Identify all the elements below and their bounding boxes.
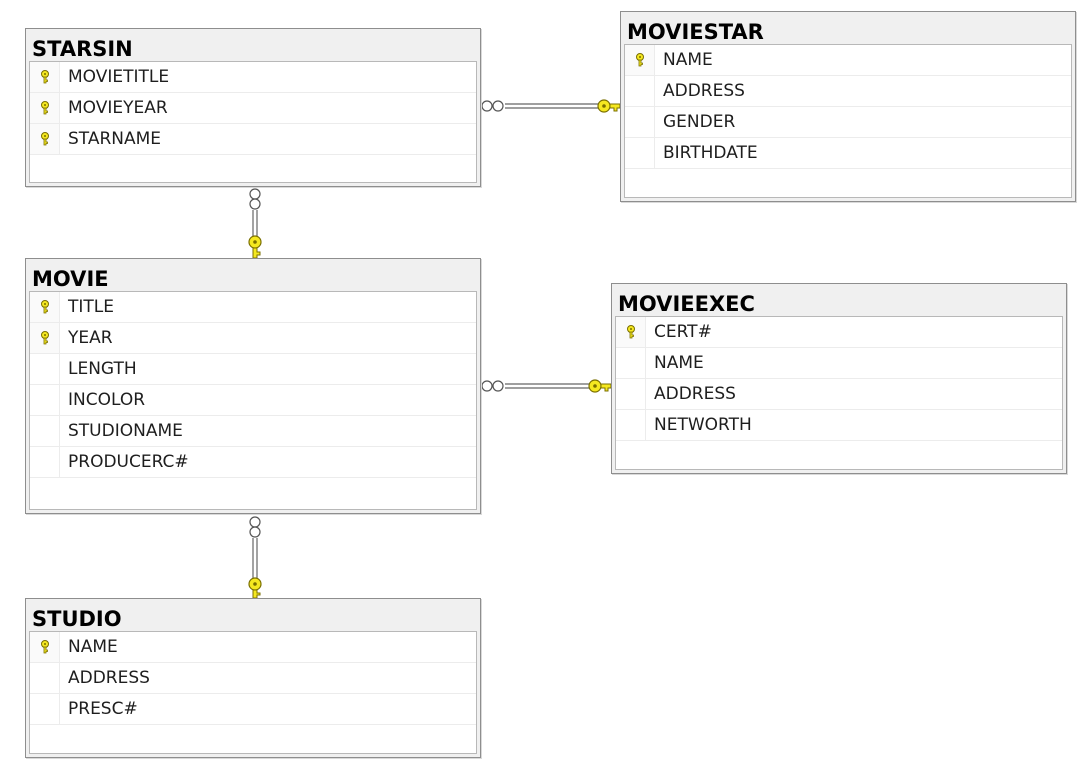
primary-key-icon xyxy=(40,640,49,654)
column-row[interactable]: YEAR xyxy=(30,323,476,354)
key-cell xyxy=(616,348,646,378)
column-name: LENGTH xyxy=(68,359,137,379)
table-movieexec[interactable]: MOVIEEXEC CERT# NAME ADDRESS NETWORTH xyxy=(611,283,1067,474)
column-row[interactable]: PRODUCERC# xyxy=(30,447,476,478)
key-endpoint-icon xyxy=(597,99,621,113)
column-row[interactable]: ADDRESS xyxy=(616,379,1062,410)
key-cell xyxy=(30,292,60,322)
key-cell xyxy=(625,107,655,137)
column-name: ADDRESS xyxy=(68,668,150,688)
primary-key-icon xyxy=(40,70,49,84)
column-name: NAME xyxy=(654,353,704,373)
column-name: MOVIEYEAR xyxy=(68,98,168,118)
key-cell xyxy=(616,379,646,409)
column-name: NAME xyxy=(663,50,713,70)
column-row[interactable]: TITLE xyxy=(30,292,476,323)
table-studio[interactable]: STUDIO NAME ADDRESS PRESC# xyxy=(25,598,481,758)
key-cell xyxy=(30,663,60,693)
column-list: NAME ADDRESS PRESC# xyxy=(29,631,477,754)
table-title[interactable]: MOVIE xyxy=(32,267,109,291)
key-endpoint-icon xyxy=(248,577,262,599)
key-cell xyxy=(30,124,60,154)
column-name: STARNAME xyxy=(68,129,162,149)
column-name: MOVIETITLE xyxy=(68,67,170,87)
key-cell xyxy=(30,93,60,123)
column-name: PRESC# xyxy=(68,699,138,719)
primary-key-icon xyxy=(626,325,635,339)
column-name: TITLE xyxy=(68,297,114,317)
column-row[interactable]: STARNAME xyxy=(30,124,476,155)
column-row[interactable]: STUDIONAME xyxy=(30,416,476,447)
column-row[interactable]: NAME xyxy=(616,348,1062,379)
column-list: CERT# NAME ADDRESS NETWORTH xyxy=(615,316,1063,470)
key-cell xyxy=(30,354,60,384)
column-row[interactable]: LENGTH xyxy=(30,354,476,385)
table-title[interactable]: STARSIN xyxy=(32,37,133,61)
primary-key-icon xyxy=(40,331,49,345)
column-name: NAME xyxy=(68,637,118,657)
column-name: NETWORTH xyxy=(654,415,752,435)
table-title[interactable]: MOVIEEXEC xyxy=(618,292,755,316)
key-cell xyxy=(30,447,60,477)
key-cell xyxy=(625,45,655,75)
key-endpoint-icon xyxy=(588,379,612,393)
column-list: NAME ADDRESS GENDER BIRTHDATE xyxy=(624,44,1072,198)
primary-key-icon xyxy=(40,101,49,115)
column-row[interactable]: MOVIEYEAR xyxy=(30,93,476,124)
key-cell xyxy=(30,323,60,353)
column-list: MOVIETITLE MOVIEYEAR STARNAME xyxy=(29,61,477,183)
column-name: BIRTHDATE xyxy=(663,143,758,163)
key-cell xyxy=(30,632,60,662)
relationship-starsin-movie[interactable] xyxy=(248,188,262,259)
relationship-movie-studio[interactable] xyxy=(248,516,262,599)
column-name: STUDIONAME xyxy=(68,421,183,441)
column-row[interactable]: INCOLOR xyxy=(30,385,476,416)
column-name: YEAR xyxy=(68,328,113,348)
column-name: ADDRESS xyxy=(663,81,745,101)
column-name: ADDRESS xyxy=(654,384,736,404)
column-row[interactable]: NAME xyxy=(30,632,476,663)
column-row[interactable]: ADDRESS xyxy=(625,76,1071,107)
primary-key-icon xyxy=(635,53,644,67)
key-cell xyxy=(625,76,655,106)
column-row[interactable]: ADDRESS xyxy=(30,663,476,694)
relationship-movie-movieexec[interactable] xyxy=(481,379,612,393)
column-name: PRODUCERC# xyxy=(68,452,189,472)
column-name: CERT# xyxy=(654,322,712,342)
key-cell xyxy=(616,410,646,440)
primary-key-icon xyxy=(40,132,49,146)
table-starsin[interactable]: STARSIN MOVIETITLE MOVIEYEAR STARNAME xyxy=(25,28,481,187)
relationship-starsin-moviestar[interactable] xyxy=(481,99,621,113)
key-cell xyxy=(616,317,646,347)
column-row[interactable]: PRESC# xyxy=(30,694,476,725)
column-row[interactable]: GENDER xyxy=(625,107,1071,138)
table-movie[interactable]: MOVIE TITLE YEAR LENGTH INCOLOR STUDIONA… xyxy=(25,258,481,514)
column-row[interactable]: MOVIETITLE xyxy=(30,62,476,93)
infinity-endpoint-icon xyxy=(481,380,504,392)
key-cell xyxy=(30,385,60,415)
table-title[interactable]: MOVIESTAR xyxy=(627,20,764,44)
key-cell xyxy=(30,694,60,724)
column-name: GENDER xyxy=(663,112,736,132)
infinity-endpoint-icon xyxy=(481,100,504,112)
infinity-endpoint-icon xyxy=(249,516,261,538)
table-moviestar[interactable]: MOVIESTAR NAME ADDRESS GENDER BIRTHDATE xyxy=(620,11,1076,202)
column-row[interactable]: NETWORTH xyxy=(616,410,1062,441)
key-cell xyxy=(30,62,60,92)
key-cell xyxy=(30,416,60,446)
column-row[interactable]: NAME xyxy=(625,45,1071,76)
infinity-endpoint-icon xyxy=(249,188,261,210)
key-cell xyxy=(625,138,655,168)
primary-key-icon xyxy=(40,300,49,314)
key-endpoint-icon xyxy=(248,235,262,259)
column-row[interactable]: CERT# xyxy=(616,317,1062,348)
column-row[interactable]: BIRTHDATE xyxy=(625,138,1071,169)
column-list: TITLE YEAR LENGTH INCOLOR STUDIONAME PRO… xyxy=(29,291,477,510)
table-title[interactable]: STUDIO xyxy=(32,607,122,631)
column-name: INCOLOR xyxy=(68,390,146,410)
